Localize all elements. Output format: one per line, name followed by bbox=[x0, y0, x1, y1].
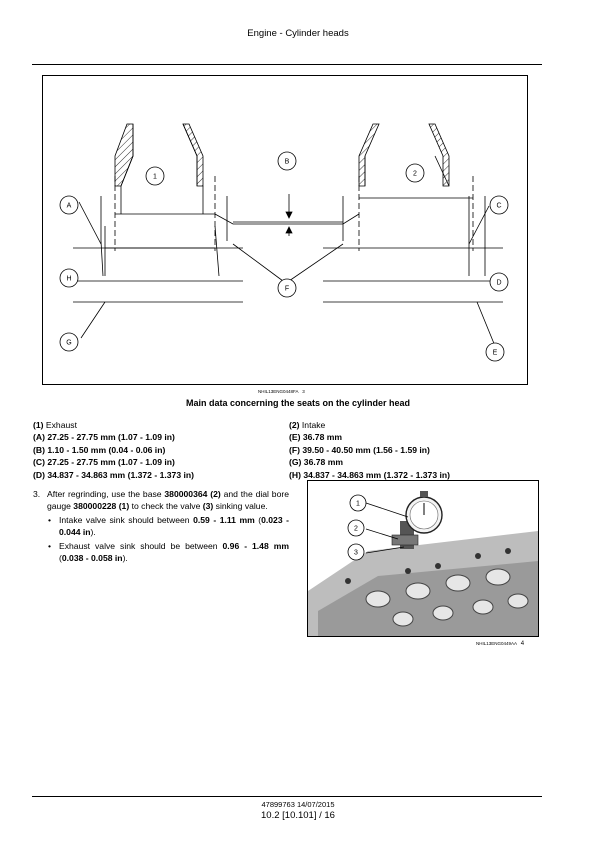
bullet-intake-sink: •Intake valve sink should between 0.59 -… bbox=[48, 515, 289, 537]
callout-label-C: C bbox=[496, 203, 501, 210]
callout-label-H: H bbox=[66, 276, 71, 283]
step-number: 3. bbox=[33, 489, 41, 499]
figure-1-caption: Main data concerning the seats on the cy… bbox=[185, 398, 411, 408]
footer-rule bbox=[32, 796, 542, 797]
callout-circle-A bbox=[59, 195, 79, 215]
photo-callout-2 bbox=[347, 519, 365, 537]
legend-item: (G) 36.78 mm bbox=[289, 457, 343, 468]
footer-doc-id: 47899763 14/07/2015 bbox=[261, 800, 335, 809]
valve-seat-drawing: 1 2 B A C H D F G E bbox=[59, 123, 509, 362]
callout-circle-D bbox=[489, 272, 509, 292]
photo-callout-label-3: 3 bbox=[354, 550, 358, 557]
figure-2-code: NHIL13ENG0449AA 4 bbox=[476, 641, 525, 647]
callout-label-F: F bbox=[285, 286, 289, 293]
legend-right-column: (2) Intake (E) 36.78 mm (F) 39.50 - 40.5… bbox=[289, 419, 450, 481]
footer-page-number: 10.2 [10.101] / 16 bbox=[261, 810, 335, 821]
photo-callout-label-1: 1 bbox=[356, 501, 360, 508]
legend-item: (B) 1.10 - 1.50 mm (0.04 - 0.06 in) bbox=[33, 444, 166, 455]
procedure-step-3: 3. After regrinding, use the base 380000… bbox=[33, 489, 289, 568]
callout-label-G: G bbox=[66, 340, 71, 347]
callout-circle-1 bbox=[145, 166, 165, 186]
callout-circle-E bbox=[485, 342, 505, 362]
bullet-exhaust-sink: •Exhaust valve sink should be between 0.… bbox=[48, 541, 289, 563]
callout-label-2: 2 bbox=[413, 171, 417, 178]
callout-label-D: D bbox=[496, 280, 501, 287]
callout-circle-G bbox=[59, 332, 79, 352]
legend-item: (F) 39.50 - 40.50 mm (1.56 - 1.59 in) bbox=[289, 444, 430, 455]
photo-callout-1 bbox=[349, 494, 367, 512]
dial-gauge-photo: 1 2 3 bbox=[307, 480, 539, 637]
legend-left-column: (1) Exhaust (A) 27.25 - 27.75 mm (1.07 -… bbox=[33, 419, 194, 481]
callout-circle-H bbox=[59, 268, 79, 288]
legend-item: (E) 36.78 mm bbox=[289, 432, 343, 443]
callout-label-B: B bbox=[285, 159, 290, 166]
legend-item: (1) Exhaust bbox=[33, 420, 77, 430]
callout-circle-B bbox=[277, 151, 297, 171]
legend-item: (2) Intake bbox=[289, 420, 326, 430]
legend-item: (A) 27.25 - 27.75 mm (1.07 - 1.09 in) bbox=[33, 432, 175, 443]
legend-item: (H) 34.837 - 34.863 mm (1.372 - 1.373 in… bbox=[289, 469, 450, 480]
photo-callout-label-2: 2 bbox=[354, 526, 358, 533]
valve-seat-diagram: 1 2 B A C H D F G E bbox=[42, 75, 528, 385]
page-header-title: Engine - Cylinder heads bbox=[247, 28, 349, 39]
callout-circle-F bbox=[277, 278, 297, 298]
callout-circle-2 bbox=[405, 163, 425, 183]
step-text: After regrinding, use the base 380000364… bbox=[47, 489, 289, 511]
callout-label-1: 1 bbox=[153, 174, 157, 181]
step-bullets: •Intake valve sink should between 0.59 -… bbox=[47, 515, 289, 564]
legend-item: (D) 34.837 - 34.863 mm (1.372 - 1.373 in… bbox=[33, 469, 194, 480]
callout-label-E: E bbox=[493, 350, 498, 357]
callout-circle-C bbox=[489, 195, 509, 215]
callout-label-A: A bbox=[67, 203, 72, 210]
figure-1-code: NHIL13ENG0448FA 3 bbox=[258, 389, 305, 394]
legend-item: (C) 27.25 - 27.75 mm (1.07 - 1.09 in) bbox=[33, 457, 175, 468]
photo-callout-3 bbox=[347, 543, 365, 561]
dial-gauge-drawing: 1 2 3 bbox=[308, 481, 538, 636]
header-rule bbox=[32, 64, 542, 65]
